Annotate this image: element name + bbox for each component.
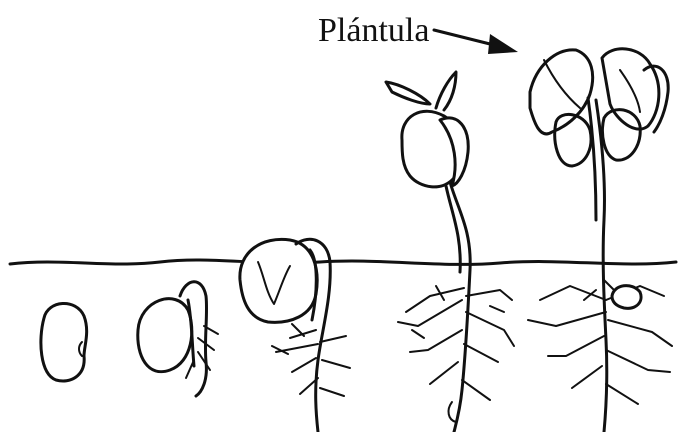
soil-line bbox=[10, 260, 676, 264]
stage-emerging-seedling bbox=[386, 72, 514, 432]
stage-germinating-seed bbox=[138, 282, 218, 396]
stage-seed bbox=[41, 303, 87, 381]
stage-hooked-seedling bbox=[240, 239, 350, 432]
stage-plantula bbox=[528, 49, 672, 432]
plantula-label: Plántula bbox=[318, 12, 429, 50]
plantula-arrow bbox=[434, 30, 518, 54]
